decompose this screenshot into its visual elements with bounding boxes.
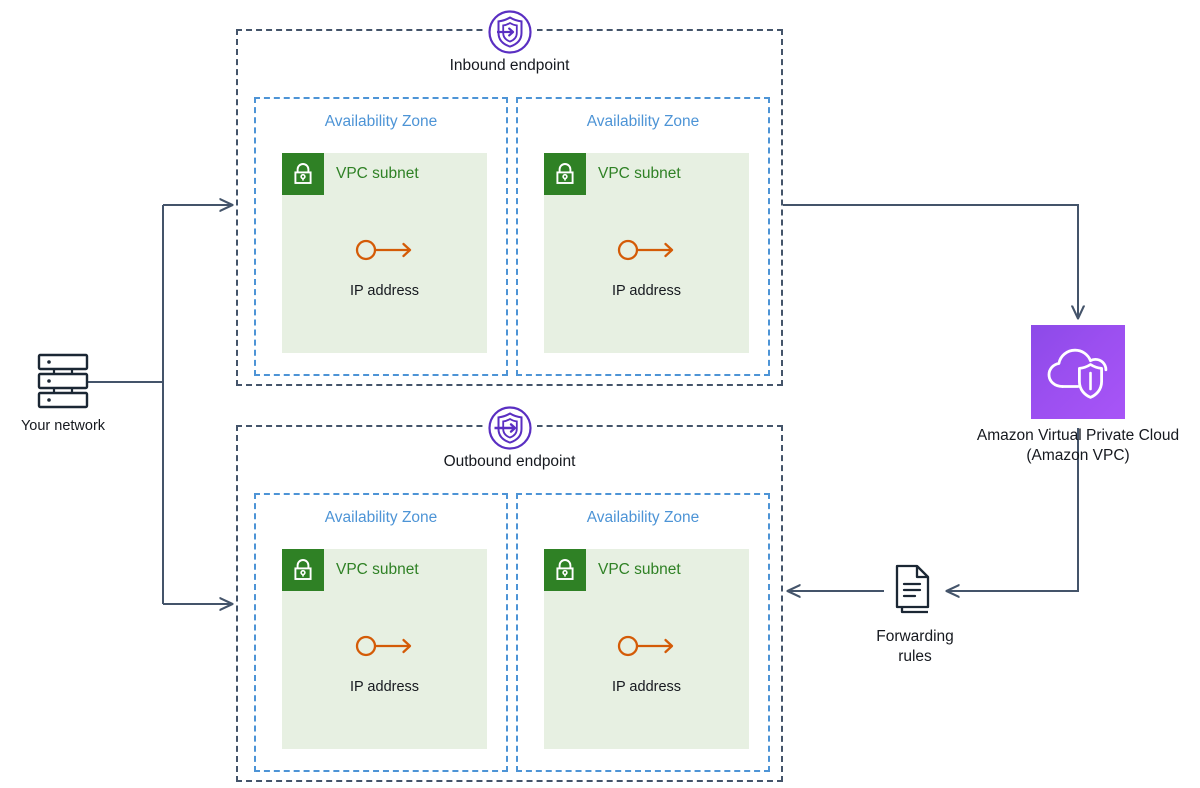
az-title: Availability Zone	[586, 509, 700, 526]
vpc-subnet-label: VPC subnet	[336, 165, 419, 182]
vpc-subnet[interactable]: VPC subnet IP address	[282, 549, 487, 749]
ip-address-icon	[355, 633, 415, 664]
ip-address-label: IP address	[349, 283, 420, 299]
ip-address-icon	[355, 237, 415, 268]
your-network-node[interactable]: Your network	[8, 352, 118, 436]
lock-icon	[544, 153, 586, 195]
ip-address-label: IP address	[349, 679, 420, 695]
outbound-endpoint-icon	[482, 401, 537, 455]
ip-address-icon	[617, 237, 677, 268]
outbound-endpoint-title: Outbound endpoint	[443, 453, 576, 470]
ip-address-label: IP address	[611, 679, 682, 695]
vpc-subnet[interactable]: VPC subnet IP address	[544, 153, 749, 353]
inbound-endpoint-icon	[482, 5, 537, 59]
amazon-vpc-icon	[1031, 325, 1125, 419]
lock-icon	[544, 549, 586, 591]
lock-icon	[282, 549, 324, 591]
lock-icon	[282, 153, 324, 195]
az-title: Availability Zone	[324, 509, 438, 526]
document-rules-icon	[889, 560, 941, 620]
server-stack-icon	[32, 352, 94, 410]
inbound-endpoint-title: Inbound endpoint	[449, 57, 570, 74]
vpc-subnet-label: VPC subnet	[598, 165, 681, 182]
vpc-subnet-label: VPC subnet	[336, 561, 419, 578]
vpc-subnet-header: VPC subnet	[544, 549, 681, 591]
vpc-subnet-label: VPC subnet	[598, 561, 681, 578]
outbound-availability-zone-2[interactable]: Availability Zone VPC subnet	[516, 493, 770, 772]
vpc-subnet[interactable]: VPC subnet IP address	[282, 153, 487, 353]
vpc-subnet-header: VPC subnet	[282, 153, 419, 195]
forwarding-rules-label: Forwarding rules	[876, 628, 954, 665]
vpc-subnet[interactable]: VPC subnet IP address	[544, 549, 749, 749]
az-title: Availability Zone	[324, 113, 438, 130]
ip-address-icon	[617, 633, 677, 664]
inbound-availability-zone-2[interactable]: Availability Zone VPC subnet	[516, 97, 770, 376]
your-network-label: Your network	[20, 418, 106, 434]
outbound-endpoint-group[interactable]: Outbound endpoint Availability Zone VPC …	[236, 401, 783, 782]
wire-inbound-to-vpc	[783, 204, 1078, 318]
vpc-subnet-header: VPC subnet	[544, 153, 681, 195]
amazon-vpc-node[interactable]: Amazon Virtual Private Cloud (Amazon VPC…	[958, 325, 1198, 466]
outbound-availability-zone-1[interactable]: Availability Zone VPC subnet	[254, 493, 508, 772]
amazon-vpc-label: Amazon Virtual Private Cloud (Amazon VPC…	[976, 427, 1180, 464]
vpc-subnet-header: VPC subnet	[282, 549, 419, 591]
inbound-availability-zone-1[interactable]: Availability Zone VPC subnet	[254, 97, 508, 376]
ip-address-label: IP address	[611, 283, 682, 299]
inbound-endpoint-group[interactable]: Inbound endpoint Availability Zone VPC s…	[236, 5, 783, 386]
az-title: Availability Zone	[586, 113, 700, 130]
forwarding-rules-node[interactable]: Forwarding rules	[855, 560, 975, 667]
